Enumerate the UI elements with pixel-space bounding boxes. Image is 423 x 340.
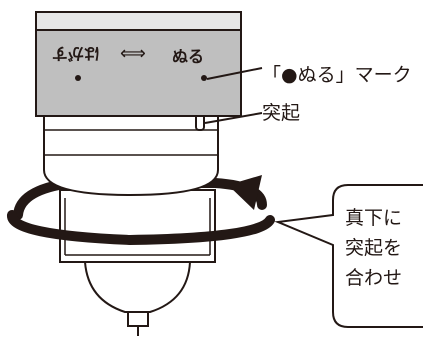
- mark-leader: [206, 67, 263, 80]
- lower-body: [59, 189, 216, 263]
- cap-label-apply: ぬる: [172, 47, 205, 66]
- applicator-tip: [83, 261, 192, 313]
- arrow-head: [228, 175, 262, 210]
- callout-line-1: 真下に: [345, 207, 403, 229]
- rotation-arrow-front: [7, 210, 275, 246]
- cap-label-remove: はがす: [52, 44, 101, 63]
- cap-body: [35, 29, 242, 117]
- cap-top: [35, 11, 242, 31]
- bump-leader: [204, 112, 263, 124]
- mark-label: 「●ぬる」マーク: [262, 64, 412, 86]
- tip-nozzle: [127, 311, 149, 327]
- cap-label-arrow: ⟺: [120, 43, 146, 64]
- callout-line-3: 合わせ: [345, 267, 403, 289]
- callout-text: 真下に 突起を 合わせ: [345, 203, 402, 293]
- cap-dot-left: [75, 75, 81, 81]
- callout-bubble: [274, 184, 423, 328]
- callout-line-2: 突起を: [345, 237, 403, 259]
- bump-label: 突起: [262, 102, 301, 124]
- cap-dot-apply: [201, 75, 207, 81]
